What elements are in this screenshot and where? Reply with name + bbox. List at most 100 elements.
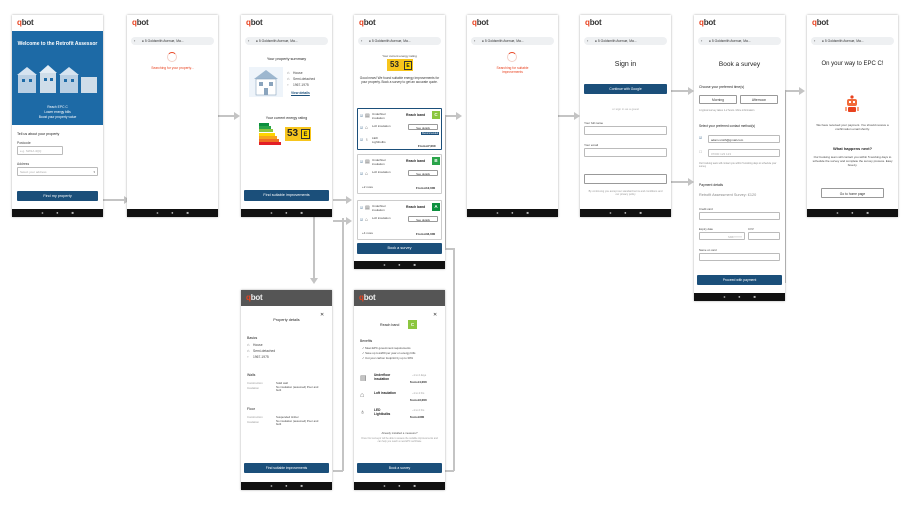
nav-home-icon[interactable]: ● [56, 210, 59, 215]
back-arrow-icon[interactable]: ‹ [361, 38, 363, 43]
contact-email-input[interactable]: adam.smith@gmail.com [708, 135, 780, 143]
card-number-input[interactable] [699, 212, 780, 220]
contact-phone-input[interactable]: 07000 123 123 [708, 149, 780, 157]
nav-back-icon[interactable]: ◂ [836, 210, 839, 215]
home-page-button[interactable]: Go to home page [821, 188, 884, 198]
checkbox-icon[interactable]: ☑ [360, 218, 364, 222]
tell-us-label: Tell us about your property [17, 132, 60, 136]
epc-scale [259, 123, 283, 146]
nav-home-icon[interactable]: ● [398, 483, 401, 488]
view-details-link[interactable]: View details [291, 91, 310, 95]
package-card[interactable]: ☑ ▤ Underfloor insulation ☑ ⌂ Loft insul… [357, 200, 442, 240]
screen-searching-improvements: qbot ‹● 5 Goldsmith Avenue, Ma... Search… [467, 15, 558, 217]
nav-back-icon[interactable]: ◂ [496, 210, 499, 215]
flow-arrow-head [456, 111, 462, 120]
address-pill[interactable]: ‹● 5 Goldsmith Avenue, Ma... [811, 37, 894, 45]
address-pill[interactable]: ‹● 5 Goldsmith Avenue, Ma... [471, 37, 554, 45]
checkbox-icon[interactable]: ☑ [360, 114, 364, 118]
address-pill[interactable]: ‹● 5 Goldsmith Avenue, Ma... [584, 37, 667, 45]
legal-text: By continuing you accept our standard te… [588, 190, 663, 197]
see-details-button[interactable]: See details [408, 170, 438, 176]
checkbox-icon[interactable]: ☑ [699, 136, 703, 140]
morning-option[interactable]: Morning [699, 95, 737, 104]
back-arrow-icon[interactable]: ‹ [474, 38, 476, 43]
contact-note: Our booking team will contact you within… [699, 162, 777, 168]
expiry-input[interactable]: MM/YYYY [699, 232, 745, 240]
house-icon: ⌂ [287, 70, 290, 75]
nav-recent-icon[interactable]: ■ [639, 210, 642, 215]
address-pill[interactable]: ‹● 5 Goldsmith Avenue, Ma... [358, 37, 441, 45]
android-navbar: ◂ ● ■ [354, 482, 445, 490]
nav-recent-icon[interactable]: ■ [753, 294, 756, 299]
see-details-button[interactable]: See details [408, 216, 438, 222]
check-icon: ✓ [362, 356, 366, 360]
nav-home-icon[interactable]: ● [851, 210, 854, 215]
email-input[interactable] [584, 148, 667, 157]
checkbox-icon[interactable]: ☑ [360, 138, 364, 142]
nav-recent-icon[interactable]: ■ [71, 210, 74, 215]
nav-recent-icon[interactable]: ■ [300, 483, 303, 488]
find-property-button[interactable]: Find my property [17, 191, 98, 201]
summary-title: Your property summary [266, 57, 307, 61]
band-a-badge: A [432, 203, 440, 211]
find-improvements-button[interactable]: Find suitable improvements [244, 190, 329, 201]
see-details-button[interactable]: See details [408, 124, 438, 130]
checkbox-icon[interactable]: ☐ [699, 150, 703, 154]
card-name-input[interactable] [699, 253, 780, 261]
back-arrow-icon[interactable]: ‹ [814, 38, 816, 43]
google-sign-in-button[interactable]: Continue with Google [584, 84, 667, 94]
checkbox-icon[interactable]: ☑ [360, 160, 364, 164]
back-arrow-icon[interactable]: ‹ [701, 38, 703, 43]
postcode-input[interactable]: e.g. SW1A 4QQ [17, 146, 63, 155]
nav-home-icon[interactable]: ● [171, 210, 174, 215]
find-improvements-button[interactable]: Find suitable improvements [244, 463, 329, 473]
nav-back-icon[interactable]: ◂ [609, 210, 612, 215]
nav-recent-icon[interactable]: ■ [866, 210, 869, 215]
checkbox-icon[interactable]: ☑ [360, 172, 364, 176]
guest-sign-up-button[interactable] [584, 174, 667, 184]
cvv-input[interactable] [748, 232, 780, 240]
loading-spinner-icon [167, 52, 177, 62]
book-survey-button[interactable]: Book a survey [357, 463, 442, 473]
nav-recent-icon[interactable]: ■ [300, 210, 303, 215]
address-select[interactable]: Select your address▾ [17, 167, 98, 176]
back-arrow-icon[interactable]: ‹ [248, 38, 250, 43]
nav-home-icon[interactable]: ● [285, 483, 288, 488]
proceed-payment-button[interactable]: Proceed with payment [697, 275, 782, 285]
nav-home-icon[interactable]: ● [285, 210, 288, 215]
nav-home-icon[interactable]: ● [511, 210, 514, 215]
nav-recent-icon[interactable]: ■ [413, 483, 416, 488]
nav-recent-icon[interactable]: ■ [186, 210, 189, 215]
nav-back-icon[interactable]: ◂ [383, 262, 386, 267]
package-card[interactable]: ☑ ▤ Underfloor insulation ☑ ⌂ Loft insul… [357, 154, 442, 194]
nav-back-icon[interactable]: ◂ [270, 210, 273, 215]
close-icon[interactable]: ✕ [433, 312, 438, 318]
nav-back-icon[interactable]: ◂ [41, 210, 44, 215]
full-name-input[interactable] [584, 126, 667, 135]
nav-home-icon[interactable]: ● [398, 262, 401, 267]
close-icon[interactable]: ✕ [320, 312, 325, 318]
package-item: Loft insulation [372, 124, 391, 128]
epc-score: 53 [287, 128, 299, 139]
nav-home-icon[interactable]: ● [624, 210, 627, 215]
nav-back-icon[interactable]: ◂ [270, 483, 273, 488]
nav-recent-icon[interactable]: ■ [413, 262, 416, 267]
checkbox-icon[interactable]: ☑ [360, 126, 364, 130]
address-pill[interactable]: ‹● 5 Goldsmith Avenue, Ma... [698, 37, 781, 45]
app-header: qbot [241, 15, 332, 31]
flow-arrow [342, 218, 344, 471]
nav-back-icon[interactable]: ◂ [723, 294, 726, 299]
address-pill[interactable]: ‹● 5 Goldsmith Avenue, Ma... [245, 37, 328, 45]
nav-home-icon[interactable]: ● [738, 294, 741, 299]
afternoon-option[interactable]: Afternoon [740, 95, 778, 104]
back-arrow-icon[interactable]: ‹ [587, 38, 589, 43]
back-arrow-icon[interactable]: ‹ [134, 38, 136, 43]
checkbox-icon[interactable]: ☑ [360, 206, 364, 210]
package-card[interactable]: ☑ ▤ Underfloor insulation ☑ ⌂ Loft insul… [357, 108, 442, 150]
nav-back-icon[interactable]: ◂ [383, 483, 386, 488]
address-pill[interactable]: ‹● 5 Goldsmith Avenue, Ma... [131, 37, 214, 45]
package-price: From £34,000 [416, 232, 436, 236]
nav-recent-icon[interactable]: ■ [526, 210, 529, 215]
book-survey-button[interactable]: Book a survey [357, 243, 442, 254]
nav-back-icon[interactable]: ◂ [156, 210, 159, 215]
